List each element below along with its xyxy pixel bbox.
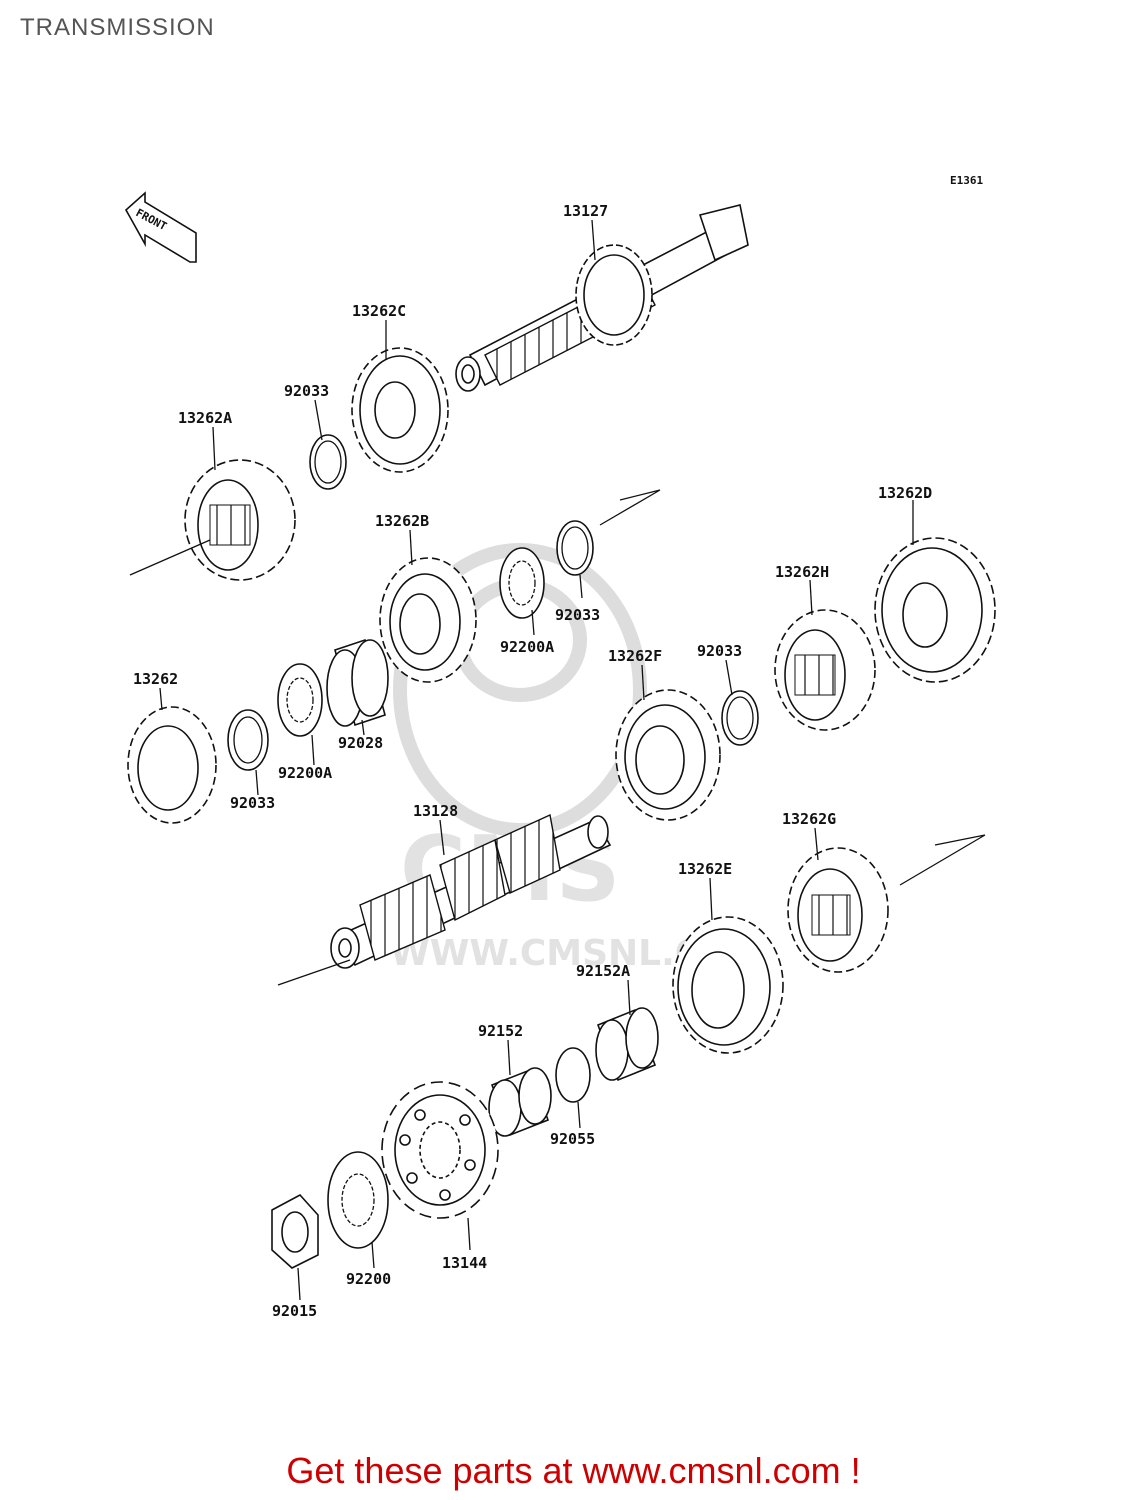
circlip-92033-left-icon xyxy=(227,709,269,771)
label-13262G: 13262G xyxy=(782,810,836,828)
diagram-code: E1361 xyxy=(950,174,983,187)
gear-13262E-icon xyxy=(672,916,784,1054)
label-92033-a: 92033 xyxy=(284,382,329,400)
axis-line-lower-right xyxy=(899,834,986,886)
circlip-92033-right-icon xyxy=(721,690,759,746)
gear-on-13127-icon xyxy=(575,244,653,346)
axis-line-lower-left xyxy=(277,959,351,986)
label-13128: 13128 xyxy=(413,802,458,820)
label-13262: 13262 xyxy=(133,670,178,688)
label-13262A: 13262A xyxy=(178,409,232,427)
washer-92200A-upper-icon xyxy=(499,547,545,619)
sprocket-13144-icon xyxy=(381,1081,499,1219)
washer-92200-icon xyxy=(327,1151,389,1249)
bearing-92028-icon xyxy=(326,638,389,727)
bushing-92152A-icon xyxy=(595,1007,659,1082)
label-13144: 13144 xyxy=(442,1254,487,1272)
label-92033-b: 92033 xyxy=(555,606,600,624)
label-92200: 92200 xyxy=(346,1270,391,1288)
leader-lines xyxy=(159,219,914,1301)
axis-line-upper-left xyxy=(129,539,211,576)
label-13262B: 13262B xyxy=(375,512,429,530)
label-13127: 13127 xyxy=(563,202,608,220)
gear-13262-icon xyxy=(127,706,217,824)
label-92152A: 92152A xyxy=(576,962,630,980)
gear-13262B-icon xyxy=(379,557,477,683)
shaft-13128 xyxy=(330,813,612,969)
bushing-92152-icon xyxy=(488,1067,552,1137)
page-title: TRANSMISSION xyxy=(20,14,215,41)
label-92033-c: 92033 xyxy=(697,642,742,660)
label-13262D: 13262D xyxy=(878,484,932,502)
nut-92015-icon xyxy=(271,1193,319,1269)
circlip-92033-upper-icon xyxy=(309,434,347,490)
label-92055: 92055 xyxy=(550,1130,595,1148)
o-ring-92055-icon xyxy=(555,1047,591,1103)
gear-13262G-icon xyxy=(787,847,889,973)
label-13262H: 13262H xyxy=(775,563,829,581)
circlip-92033-mid-icon xyxy=(556,520,594,576)
gear-13262A-icon xyxy=(184,459,296,581)
label-92152: 92152 xyxy=(478,1022,523,1040)
label-13262F: 13262F xyxy=(608,647,662,665)
label-13262C: 13262C xyxy=(352,302,406,320)
footer-link[interactable]: Get these parts at www.cmsnl.com ! xyxy=(286,1450,861,1491)
gear-13262C-icon xyxy=(351,347,449,473)
label-13262E: 13262E xyxy=(678,860,732,878)
label-92200A-b: 92200A xyxy=(278,764,332,782)
washer-92200A-left-icon xyxy=(277,663,323,737)
label-92015: 92015 xyxy=(272,1302,317,1320)
gear-13262F-icon xyxy=(615,689,721,821)
label-92200A-a: 92200A xyxy=(500,638,554,656)
axis-line-upper-right xyxy=(599,489,661,526)
gear-13262D-icon xyxy=(874,537,996,683)
gear-13262H-icon xyxy=(774,609,876,731)
label-92028: 92028 xyxy=(338,734,383,752)
label-92033-d: 92033 xyxy=(230,794,275,812)
front-arrow-icon: FRONT xyxy=(124,191,197,263)
